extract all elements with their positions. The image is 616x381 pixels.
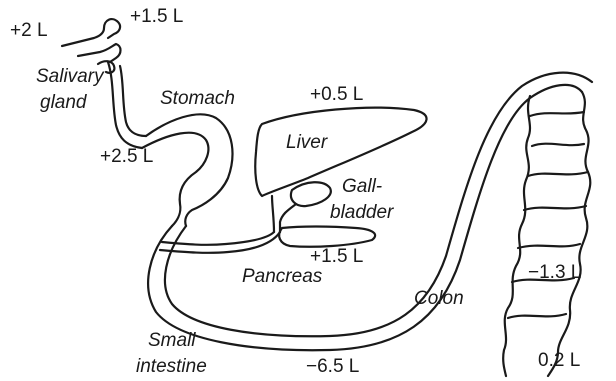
colon-left-wall — [503, 96, 530, 376]
esophagus — [108, 62, 146, 148]
label-fecal-output: 0.2 L — [538, 350, 580, 371]
liver — [255, 108, 426, 196]
label-salivary-gland-line2: gland — [40, 92, 88, 113]
label-gallbladder-line2: bladder — [330, 202, 394, 223]
pancreas — [279, 227, 375, 247]
label-salivary-gland-line1: Salivary — [36, 66, 105, 87]
label-pancreas: Pancreas — [242, 266, 323, 287]
label-small-intestine-line1: Small — [148, 330, 196, 351]
label-small-intestine-line2: intestine — [136, 356, 207, 377]
label-colon: Colon — [414, 288, 464, 309]
label-liver: Liver — [286, 132, 328, 153]
hepatic-duct — [272, 196, 274, 232]
label-stomach: Stomach — [160, 88, 235, 109]
salivary-duct-lower — [78, 44, 121, 62]
mouth-and-salivary-ducts — [62, 19, 121, 73]
label-stomach-secretion: +2.5 L — [100, 146, 153, 167]
label-colon-absorption: −1.3 L — [528, 262, 581, 283]
salivary-duct-upper — [62, 19, 120, 46]
stomach — [146, 114, 232, 226]
gallbladder — [291, 182, 331, 206]
esophagus-right-wall — [120, 66, 146, 136]
label-gallbladder-line1: Gall- — [342, 176, 382, 197]
label-liver-secretion: +0.5 L — [310, 84, 363, 105]
label-small-intestine-absorption: −6.5 L — [306, 356, 359, 377]
label-pancreas-secretion: +1.5 L — [310, 246, 363, 267]
label-salivary-input: +2 L — [10, 20, 48, 41]
colon-right-wall — [548, 92, 590, 376]
label-salivary-secretion: +1.5 L — [130, 6, 183, 27]
